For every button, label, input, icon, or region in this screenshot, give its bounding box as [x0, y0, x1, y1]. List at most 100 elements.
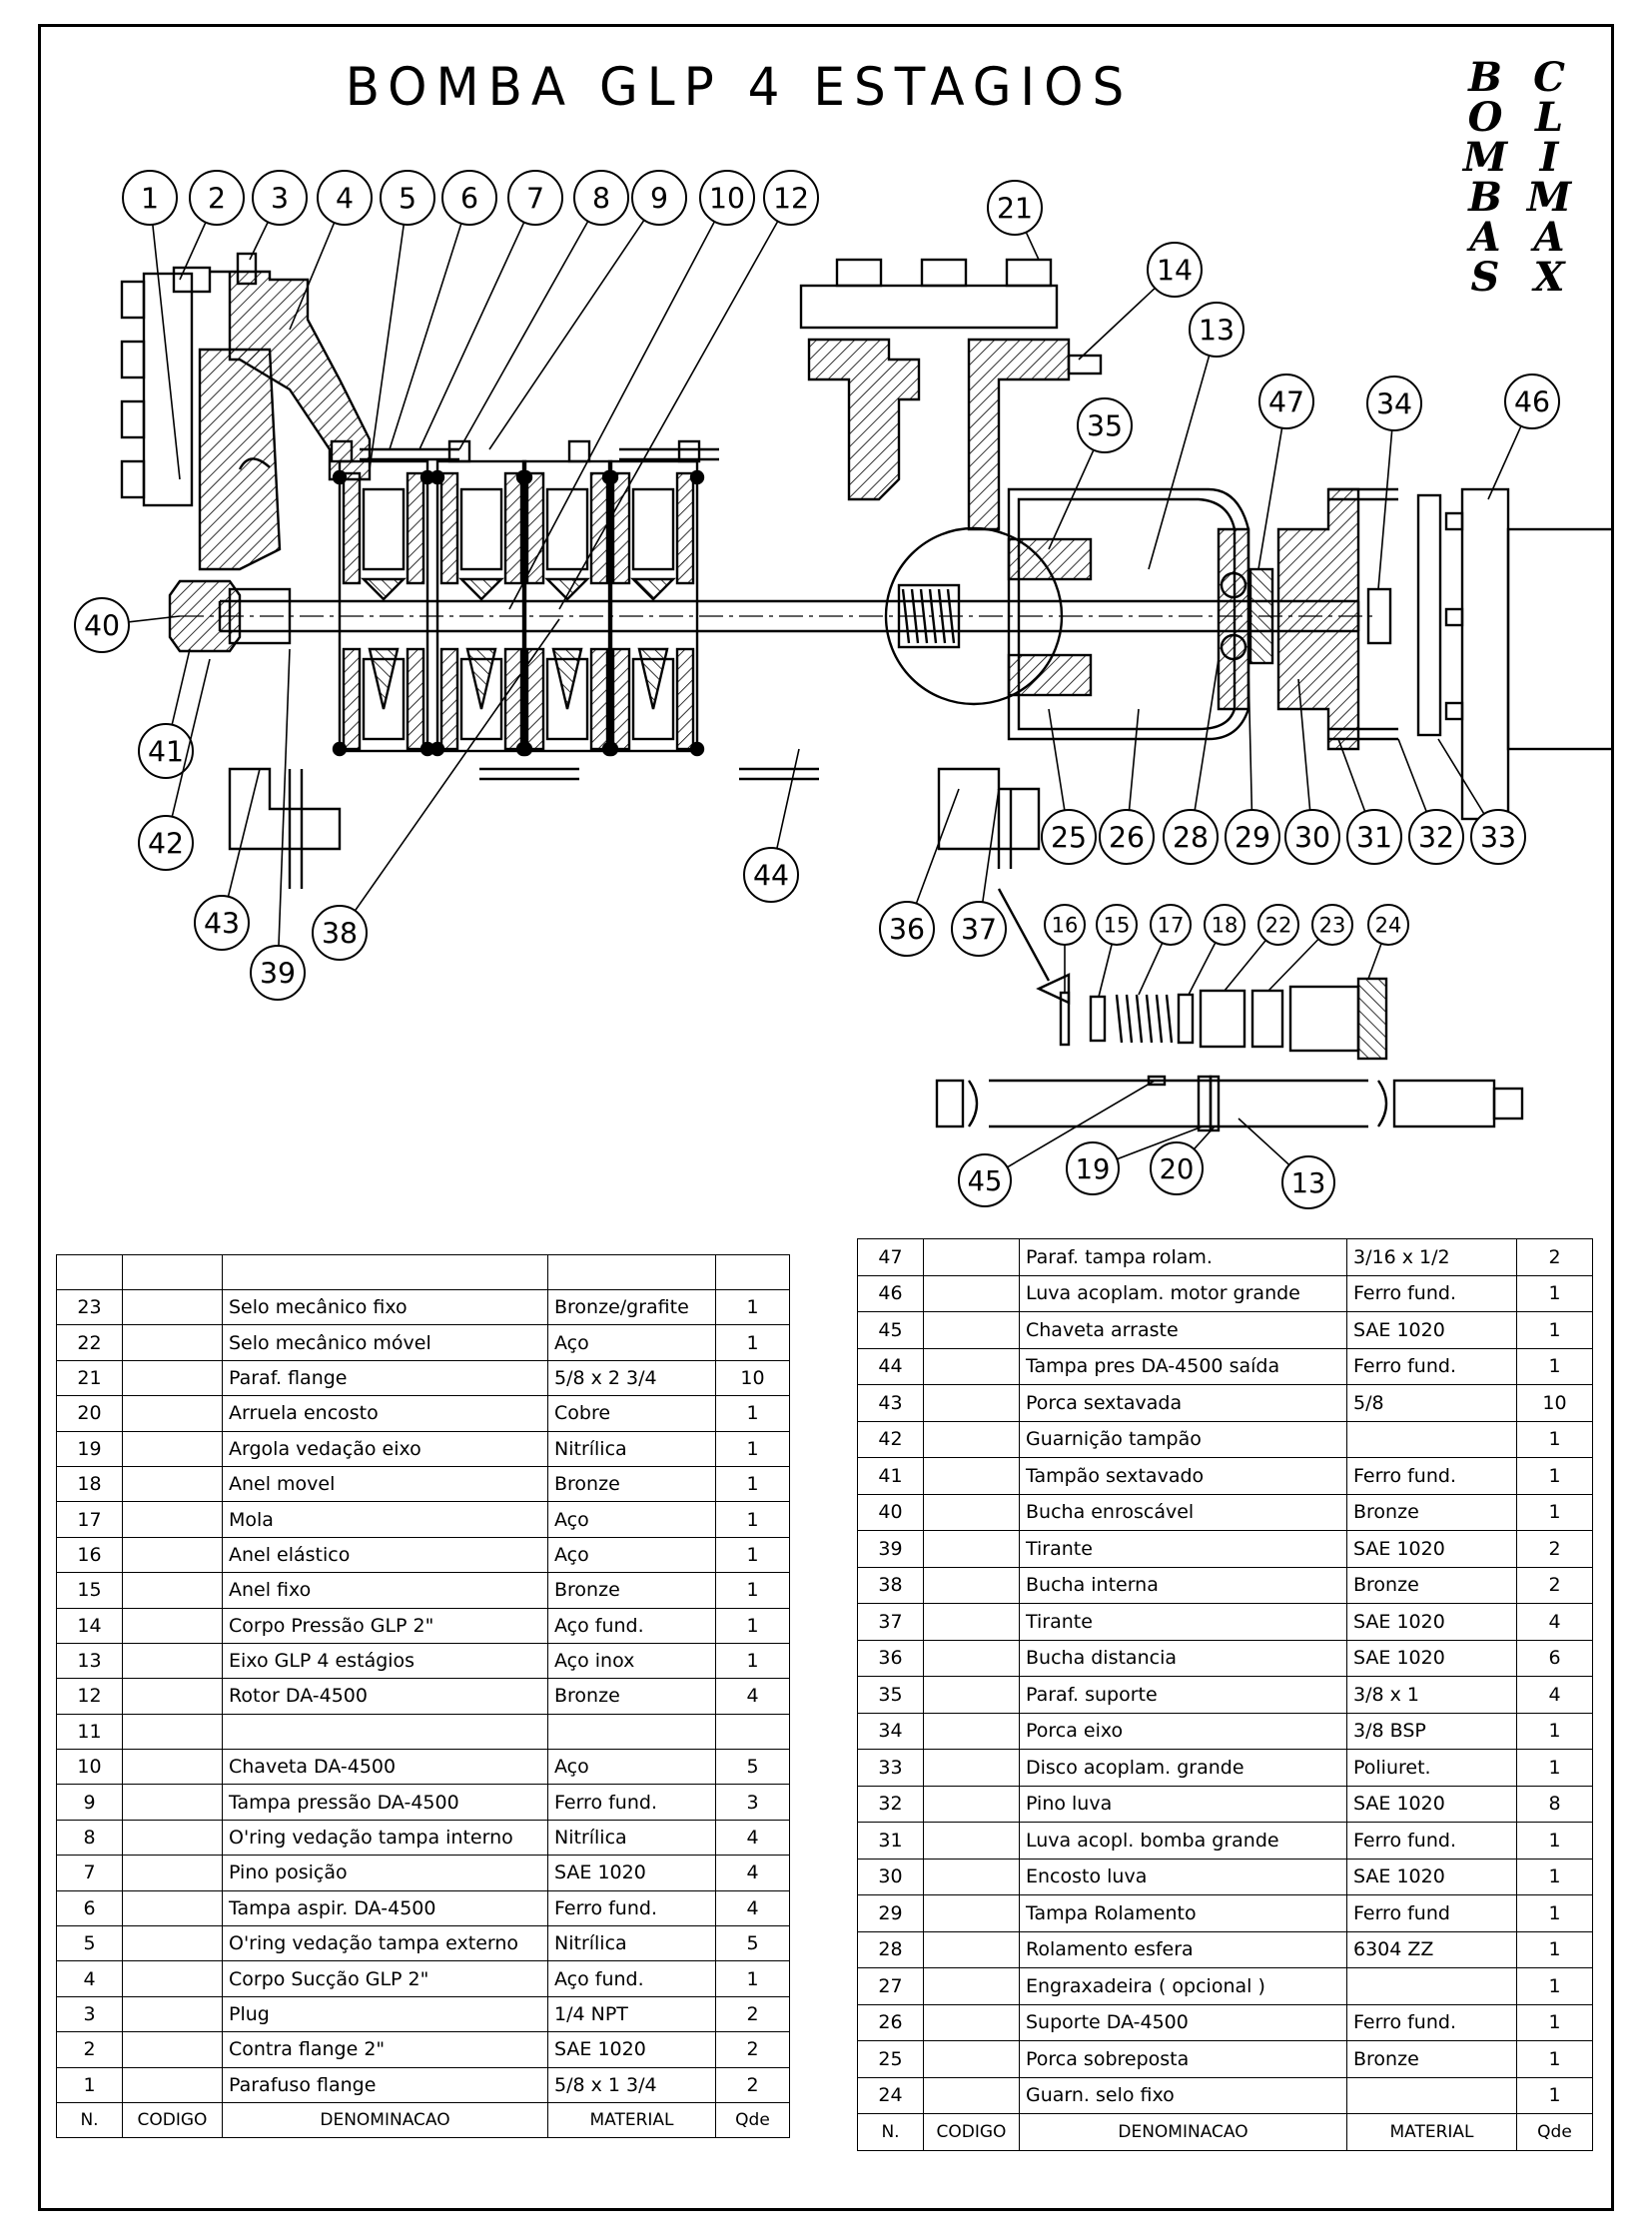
cell-codigo	[122, 1889, 223, 1927]
discharge-flange	[799, 284, 1059, 330]
motor-coupling	[1460, 487, 1510, 821]
leader-line	[277, 648, 291, 974]
cell-denominacao: Engraxadeira ( opcional )	[1019, 1967, 1347, 2005]
cell-codigo	[923, 1930, 1020, 1968]
cell-n: 14	[56, 1607, 123, 1644]
cell-material: SAE 1020	[1346, 1311, 1517, 1349]
callout-47: 47	[1257, 373, 1314, 570]
cell-qde: 4	[1516, 1676, 1593, 1714]
stage-wall	[525, 647, 545, 751]
cell-denominacao: Arruela encosto	[222, 1395, 548, 1432]
coupling-stud	[1444, 701, 1464, 721]
callout-circle	[1225, 809, 1280, 865]
cell-codigo	[923, 1639, 1020, 1677]
cell-n: 20	[56, 1395, 123, 1432]
cell-qde: 1	[1516, 1894, 1593, 1932]
cell-qde: 1	[715, 1501, 790, 1538]
callout-circle	[74, 597, 130, 653]
empty-cell	[56, 1254, 123, 1290]
callout-number: 18	[1212, 914, 1239, 938]
callout-40: 40	[74, 597, 181, 653]
drawing-frame	[38, 24, 1614, 2211]
callout-34: 34	[1366, 375, 1422, 590]
cell-codigo	[923, 1749, 1020, 1787]
callout-number: 21	[997, 192, 1033, 225]
logo-letter: C	[1533, 54, 1565, 101]
cell-codigo	[923, 1676, 1020, 1714]
cell-denominacao: Disco acoplam. grande	[1019, 1749, 1347, 1787]
cell-material: Bronze	[1346, 1493, 1517, 1531]
suction-curve	[238, 457, 271, 470]
leader-line	[418, 197, 536, 450]
callout-circle	[507, 170, 563, 226]
spring-coil	[1115, 994, 1124, 1044]
cell-qde: 1	[715, 1572, 790, 1609]
cell-qde: 1	[1516, 1749, 1593, 1787]
callout-circle	[317, 170, 373, 226]
stage-wall	[675, 647, 695, 751]
callout-10: 10	[508, 170, 755, 610]
impeller-upper	[362, 487, 406, 571]
cell-qde: 10	[715, 1359, 790, 1397]
stage-wall	[406, 647, 425, 751]
cell-n: 7	[56, 1855, 123, 1891]
coupling-stud	[1444, 607, 1464, 627]
cell-n: 37	[857, 1603, 924, 1641]
callout-28: 28	[1163, 658, 1220, 865]
callout-number: 44	[753, 859, 789, 892]
logo-letter: M	[1526, 174, 1572, 221]
cell-n: 19	[56, 1430, 123, 1467]
cell-codigo	[122, 1324, 223, 1361]
cell-n: 18	[56, 1465, 123, 1503]
leader-line	[389, 197, 470, 450]
cell-n: 6	[56, 1889, 123, 1927]
callout-13: 13	[1148, 302, 1244, 570]
callout-5: 5	[369, 170, 435, 470]
stage-wall	[589, 471, 609, 585]
stage-wall	[439, 647, 459, 751]
cell-material: 3/8 BSP	[1346, 1712, 1517, 1750]
plug	[236, 252, 258, 286]
stage-wall	[611, 471, 631, 585]
cell-denominacao: Rotor DA-4500	[222, 1678, 548, 1715]
cell-qde: 5	[715, 1925, 790, 1962]
cell-qde: 1	[1516, 1311, 1593, 1349]
callout-12: 12	[558, 170, 819, 610]
callout-circle	[138, 723, 194, 779]
callout-number: 17	[1158, 914, 1185, 938]
cell-material: 5/8 x 2 3/4	[547, 1359, 716, 1397]
callout-circle	[312, 905, 368, 961]
cell-codigo	[923, 1712, 1020, 1750]
callout-circle	[573, 170, 629, 226]
cell-qde: 2	[715, 1995, 790, 2033]
callout-circle	[699, 170, 755, 226]
callout-42: 42	[138, 658, 211, 871]
leader-line	[488, 197, 660, 450]
callout-number: 29	[1235, 821, 1270, 854]
callout-3: 3	[249, 170, 308, 261]
leader-line	[339, 618, 560, 934]
callout-7: 7	[418, 170, 563, 450]
cell-material: Bronze	[1346, 1566, 1517, 1604]
cell-n: 36	[857, 1639, 924, 1677]
cell-denominacao: Tampão sextavado	[1019, 1457, 1347, 1495]
callout-number: 35	[1087, 409, 1123, 442]
callout-number: 25	[1051, 821, 1087, 854]
header-n: N.	[857, 2113, 924, 2151]
cell-denominacao: Paraf. flange	[222, 1359, 548, 1397]
callout-circle	[1470, 809, 1526, 865]
callout-circle	[1284, 809, 1340, 865]
callout-number: 13	[1199, 314, 1235, 347]
stage-wall	[503, 471, 523, 585]
callout-29: 29	[1225, 668, 1280, 865]
cell-codigo	[122, 1288, 223, 1326]
oring	[429, 469, 445, 485]
cell-qde: 1	[1516, 1967, 1593, 2005]
cell-denominacao: Bucha enroscável	[1019, 1493, 1347, 1531]
callout-22: 22	[1224, 904, 1299, 992]
